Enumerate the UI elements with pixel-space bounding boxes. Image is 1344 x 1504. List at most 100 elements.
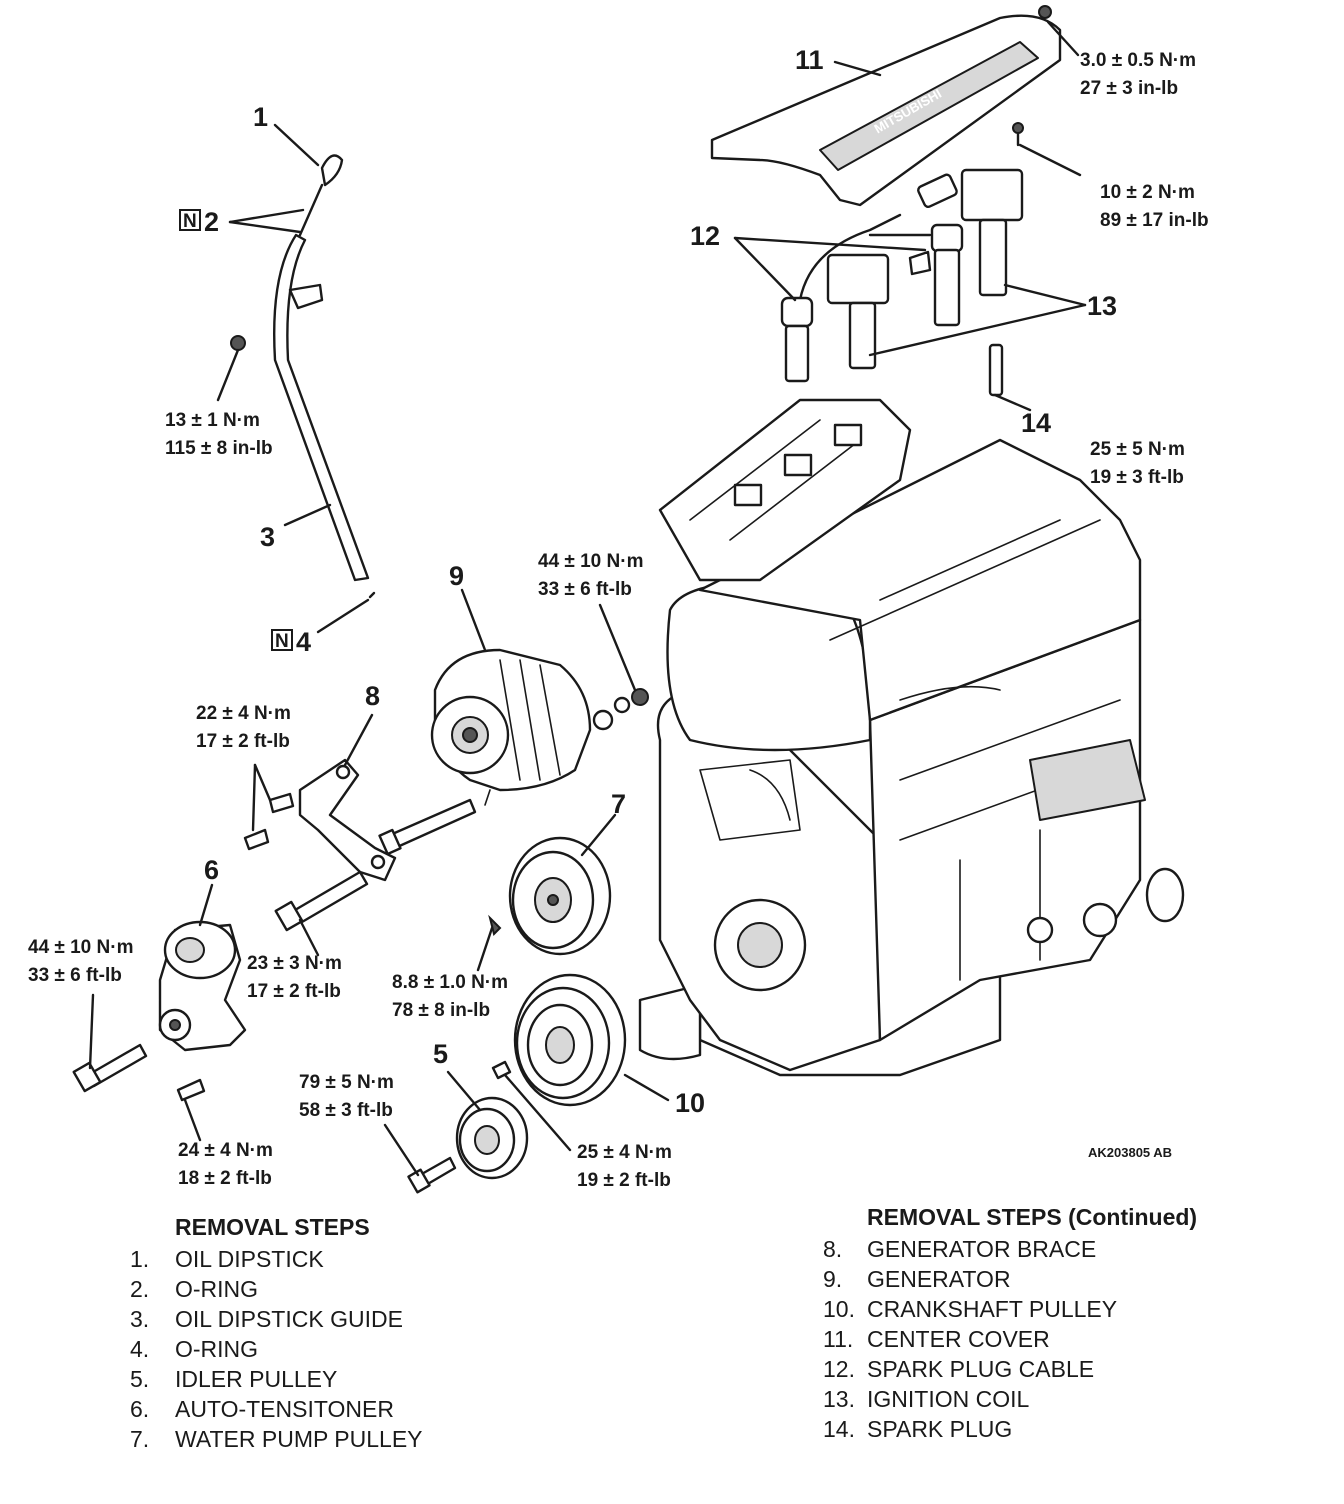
torque-generator-imperial: 33 ± 6 ft-lb bbox=[538, 579, 632, 600]
torque-generator-nm: 44 ± 10 N·m bbox=[538, 551, 643, 572]
callout-6: 6 bbox=[204, 855, 219, 885]
torque-ignition-coil-imperial: 89 ± 17 in-lb bbox=[1100, 210, 1209, 231]
torque-spark-plug-imperial: 19 ± 3 ft-lb bbox=[1090, 467, 1184, 488]
step-number: 8. bbox=[823, 1236, 843, 1262]
step-number: 10. bbox=[823, 1296, 855, 1322]
list-item: 2. O-RING bbox=[130, 1274, 423, 1304]
torque-spark-plug-nm: 25 ± 5 N·m bbox=[1090, 439, 1185, 460]
torque-tensioner-nm: 44 ± 10 N·m bbox=[28, 937, 133, 958]
torque-idler-nm: 79 ± 5 N·m bbox=[299, 1072, 394, 1093]
removal-steps-title: REMOVAL STEPS bbox=[175, 1214, 370, 1240]
torque-water-pump-imperial: 78 ± 8 in-lb bbox=[392, 1000, 490, 1021]
crankshaft-pulley bbox=[491, 973, 627, 1107]
step-label: GENERATOR bbox=[867, 1266, 1011, 1292]
step-label: SPARK PLUG bbox=[867, 1416, 1013, 1442]
spark-plug-cable bbox=[780, 173, 964, 383]
list-item: 7.WATER PUMP PULLEY bbox=[130, 1424, 423, 1454]
step-number: 4. bbox=[130, 1336, 150, 1362]
step-number: 14. bbox=[823, 1416, 855, 1442]
step-number: 5. bbox=[130, 1366, 150, 1392]
callout-11: 11 bbox=[795, 45, 824, 75]
torque-tensioner-imperial: 33 ± 6 ft-lb bbox=[28, 965, 122, 986]
step-number: 9. bbox=[823, 1266, 843, 1292]
callout-14: 14 bbox=[1021, 408, 1051, 438]
torque-specs: 3.0 ± 0.5 N·m 27 ± 3 in-lb 10 ± 2 N·m 89… bbox=[28, 50, 1209, 1191]
list-item: 9. GENERATOR bbox=[823, 1264, 1197, 1294]
callout-9: 9 bbox=[449, 561, 464, 591]
step-label: IGNITION COIL bbox=[867, 1386, 1030, 1412]
list-item: 12.SPARK PLUG CABLE bbox=[823, 1354, 1197, 1384]
removal-steps-continued-title: REMOVAL STEPS (Continued) bbox=[867, 1204, 1198, 1230]
step-number: 12. bbox=[823, 1356, 855, 1382]
list-item: 14. SPARK PLUG bbox=[823, 1414, 1197, 1444]
list-item: 8. GENERATOR BRACE bbox=[823, 1234, 1197, 1264]
torque-water-pump-nm: 8.8 ± 1.0 N·m bbox=[392, 972, 508, 993]
center-cover: MITSUBISHI bbox=[710, 14, 1062, 207]
torque-crankshaft-nm: 25 ± 4 N·m bbox=[577, 1142, 672, 1163]
step-label: OIL DIPSTICK GUIDE bbox=[175, 1306, 403, 1332]
callout-12: 12 bbox=[690, 221, 720, 251]
step-number: 11. bbox=[823, 1326, 854, 1352]
water-pump-pulley bbox=[508, 836, 612, 956]
torque-center-cover-nm: 3.0 ± 0.5 N·m bbox=[1080, 50, 1196, 71]
brace-bolt bbox=[274, 870, 369, 932]
oil-dipstick bbox=[298, 154, 344, 237]
new-part-marker-2-label: N bbox=[183, 211, 197, 232]
step-number: 6. bbox=[130, 1396, 150, 1422]
torque-tensioner-lower-imperial: 18 ± 2 ft-lb bbox=[178, 1168, 272, 1189]
torque-tensioner-lower-nm: 24 ± 4 N·m bbox=[178, 1140, 273, 1161]
callout-5: 5 bbox=[433, 1039, 448, 1069]
callout-4: 4 bbox=[296, 627, 311, 657]
torque-dipstick-guide-imperial: 115 ± 8 in-lb bbox=[165, 438, 273, 459]
list-item: 6. AUTO-TENSITONER bbox=[130, 1394, 423, 1424]
callout-13: 13 bbox=[1087, 291, 1117, 321]
step-number: 3. bbox=[130, 1306, 150, 1332]
step-label: WATER PUMP PULLEY bbox=[175, 1426, 423, 1452]
step-label: AUTO-TENSITONER bbox=[175, 1396, 394, 1422]
new-part-marker-4-label: N bbox=[275, 631, 289, 652]
callout-7: 7 bbox=[611, 789, 626, 819]
ignition-coils bbox=[826, 168, 1024, 370]
step-label: O-RING bbox=[175, 1276, 259, 1302]
step-number: 1. bbox=[130, 1246, 150, 1272]
torque-brace-bolt-nm: 23 ± 3 N·m bbox=[247, 953, 342, 974]
list-item: 13.IGNITION COIL bbox=[823, 1384, 1197, 1414]
step-number: 2. bbox=[130, 1276, 150, 1302]
removal-steps-list: REMOVAL STEPS 1. OIL DIPSTICK 2. O-RING 3.… bbox=[130, 1212, 423, 1454]
new-part-marker-2: N bbox=[179, 209, 201, 232]
step-label: CENTER COVER bbox=[867, 1326, 1050, 1352]
step-label: GENERATOR BRACE bbox=[867, 1236, 1097, 1262]
o-ring-lower bbox=[368, 591, 376, 599]
list-item: 11. CENTER COVER bbox=[823, 1324, 1197, 1354]
removal-steps-continued-list: REMOVAL STEPS (Continued) 8. GENERATOR BR… bbox=[823, 1202, 1197, 1444]
engine-assembly bbox=[638, 398, 1185, 1077]
list-item: 3. OIL DIPSTICK GUIDE bbox=[130, 1304, 423, 1334]
new-part-marker-4: N bbox=[271, 629, 293, 652]
list-item: 4. O-RING bbox=[130, 1334, 423, 1364]
figure-reference: AK203805 AB bbox=[1088, 1145, 1172, 1160]
torque-brace-nm: 22 ± 4 N·m bbox=[196, 703, 291, 724]
list-item: 10. CRANKSHAFT PULLEY bbox=[823, 1294, 1197, 1324]
generator-brace bbox=[243, 758, 397, 882]
torque-crankshaft-imperial: 19 ± 2 ft-lb bbox=[577, 1170, 671, 1191]
generator bbox=[430, 648, 592, 806]
torque-ignition-coil-nm: 10 ± 2 N·m bbox=[1100, 182, 1195, 203]
callout-10: 10 bbox=[675, 1088, 705, 1118]
torque-dipstick-guide-nm: 13 ± 1 N·m bbox=[165, 410, 260, 431]
step-label: OIL DIPSTICK bbox=[175, 1246, 324, 1272]
idler-pulley bbox=[407, 1096, 529, 1194]
callout-3: 3 bbox=[260, 522, 275, 552]
torque-brace-imperial: 17 ± 2 ft-lb bbox=[196, 731, 290, 752]
torque-brace-bolt-imperial: 17 ± 2 ft-lb bbox=[247, 981, 341, 1002]
list-item: 5.IDLER PULLEY bbox=[130, 1364, 423, 1394]
callout-8: 8 bbox=[365, 681, 380, 711]
removal-steps-items: 1. OIL DIPSTICK 2. O-RING 3. OIL DIPSTICK G… bbox=[130, 1244, 423, 1454]
torque-idler-imperial: 58 ± 3 ft-lb bbox=[299, 1100, 393, 1121]
step-label: CRANKSHAFT PULLEY bbox=[867, 1296, 1118, 1322]
list-item: 1. OIL DIPSTICK bbox=[130, 1244, 423, 1274]
step-label: O-RING bbox=[175, 1336, 259, 1362]
auto-tensioner bbox=[72, 920, 247, 1102]
generator-bolt bbox=[378, 798, 477, 856]
callout-2: 2 bbox=[204, 207, 219, 237]
